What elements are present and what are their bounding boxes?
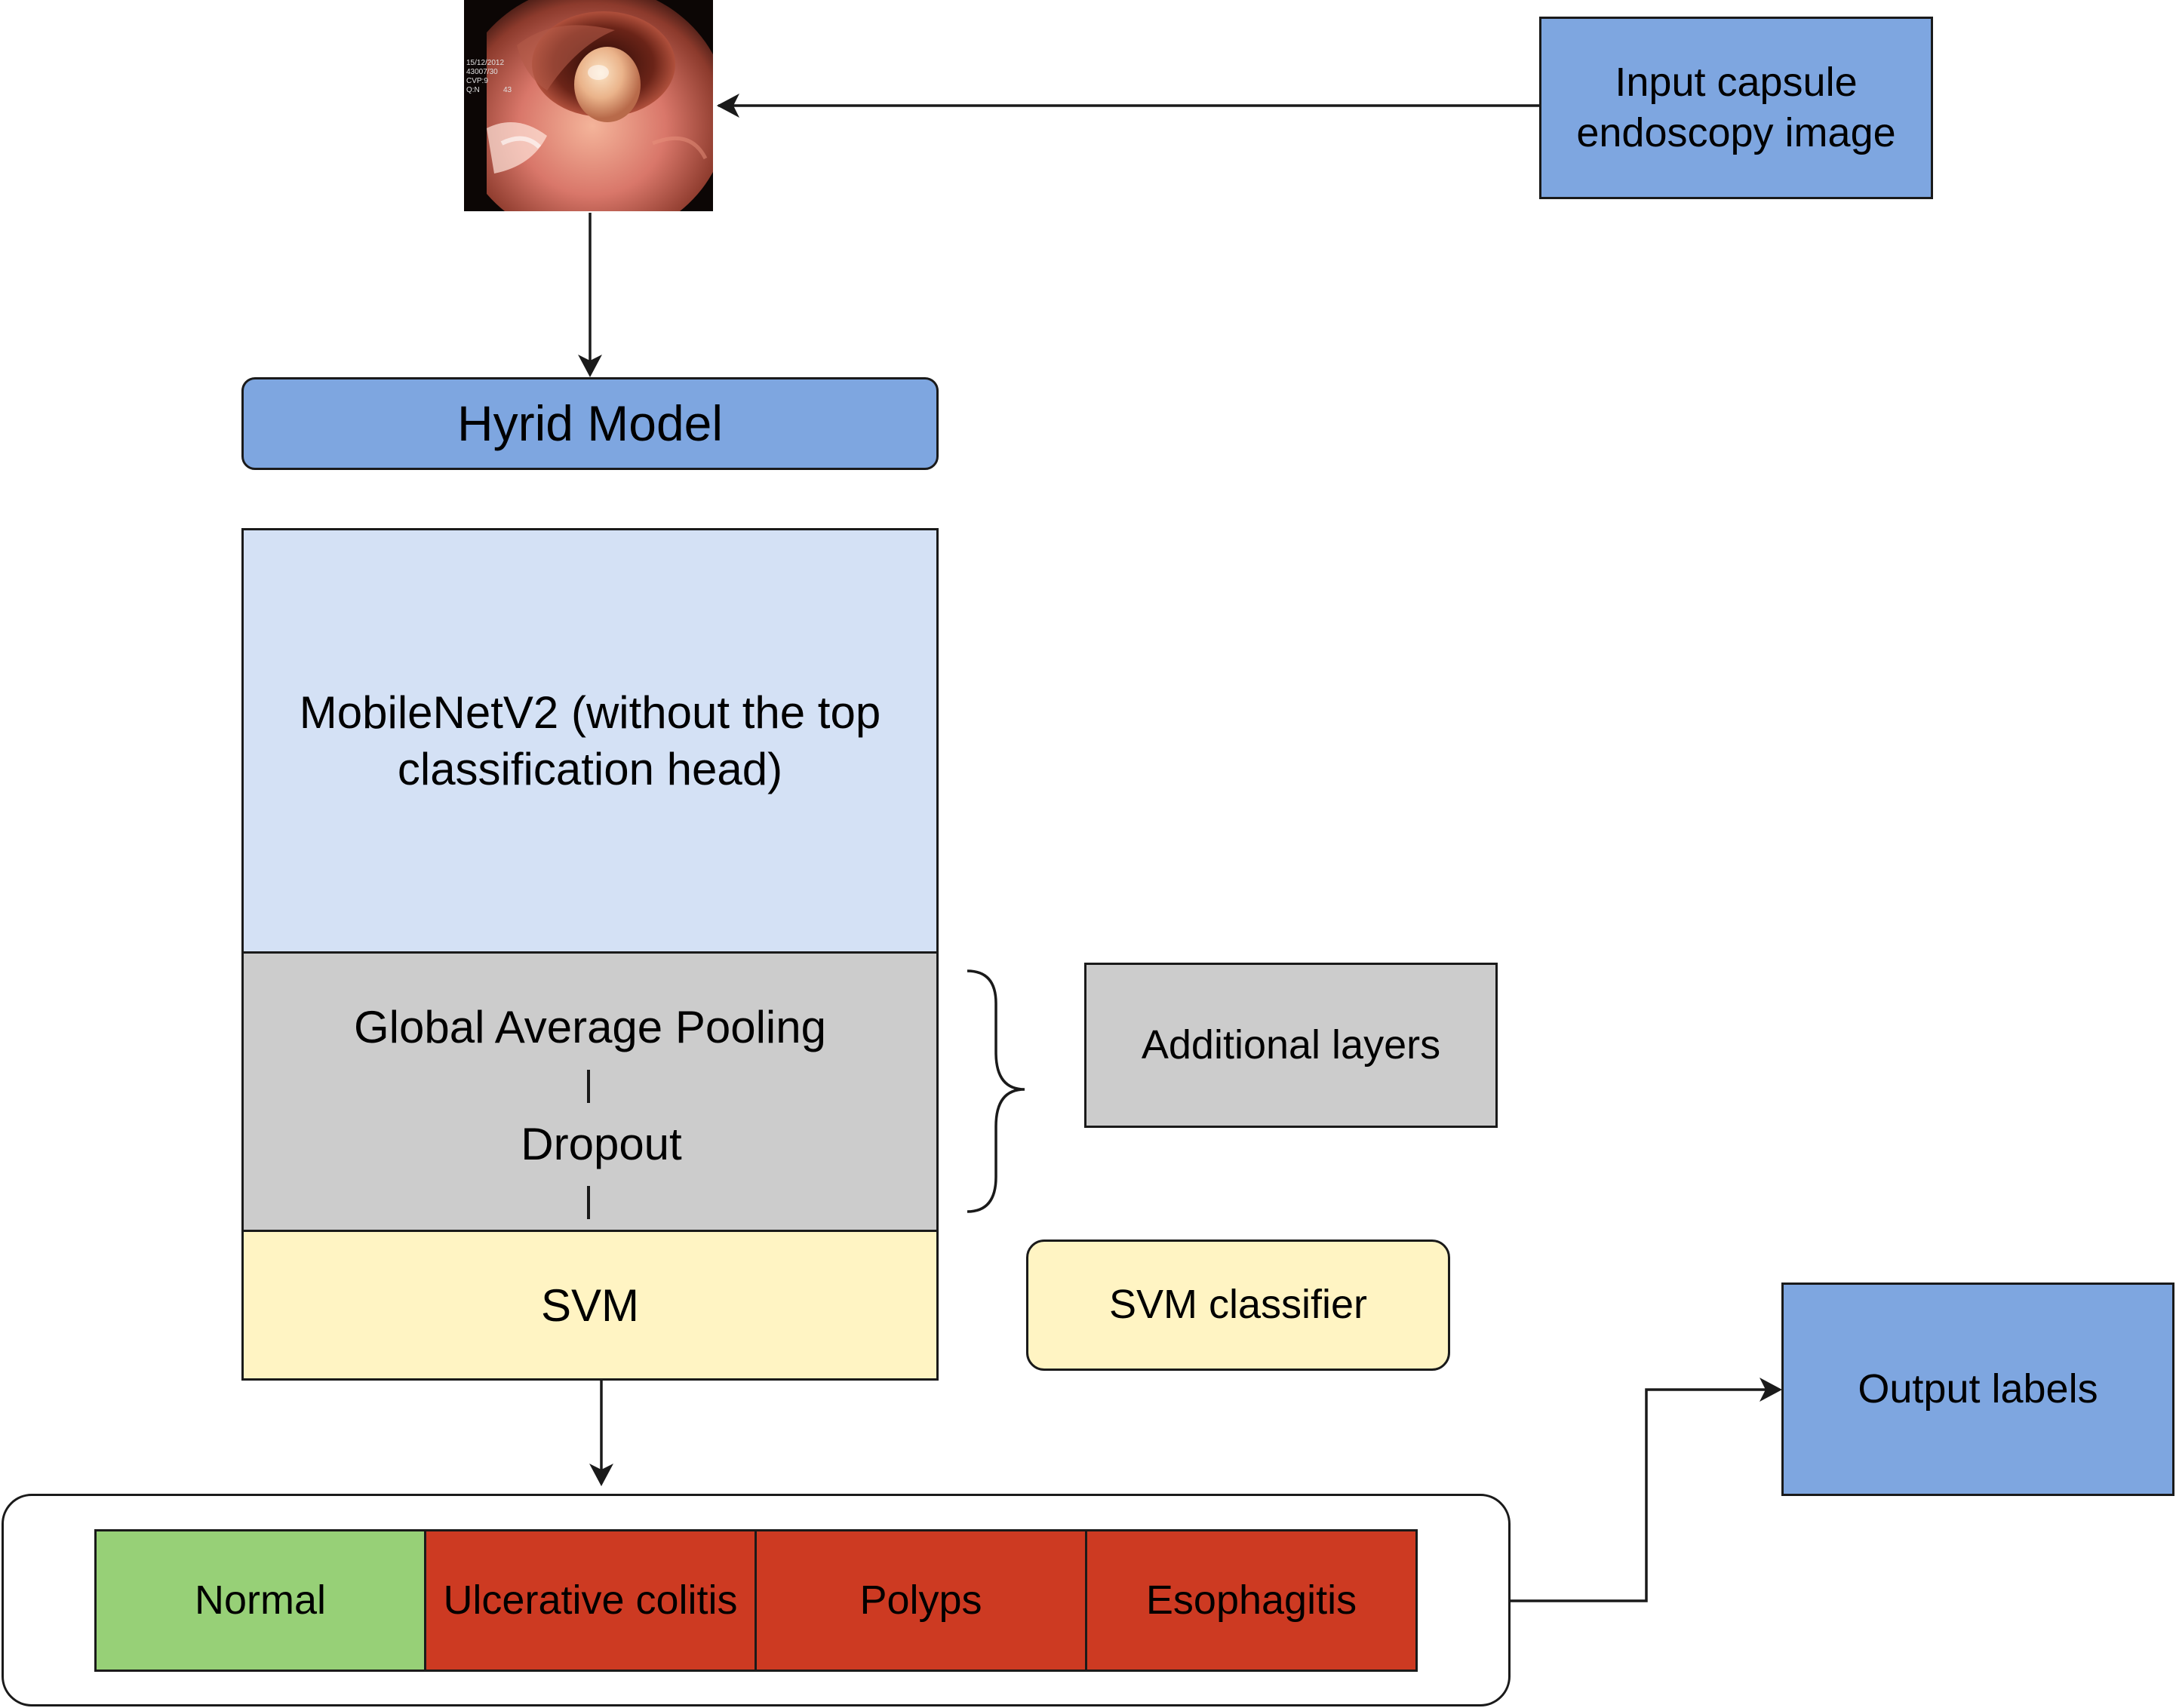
curly-brace bbox=[967, 969, 1025, 1213]
output-labels-box: Output labels bbox=[1781, 1283, 2174, 1496]
input-image-box: Input capsule endoscopy image bbox=[1539, 17, 1933, 199]
class-polyps: Polyps bbox=[755, 1529, 1087, 1672]
connector-pooling-dropout bbox=[587, 1070, 590, 1103]
additional-layers-legend-label: Additional layers bbox=[1141, 1021, 1441, 1068]
arrowhead-photo bbox=[717, 94, 739, 118]
class-normal-label: Normal bbox=[194, 1577, 327, 1623]
output-labels-label: Output labels bbox=[1858, 1365, 2098, 1412]
photo-overlay-line-2: 43007/30 bbox=[466, 68, 498, 76]
class-ulcerative-colitis: Ulcerative colitis bbox=[424, 1529, 757, 1672]
svm-classifier-legend: SVM classifier bbox=[1026, 1240, 1450, 1371]
photo-overlay-line-4: Q:N bbox=[466, 86, 480, 94]
class-esophagitis: Esophagitis bbox=[1085, 1529, 1418, 1672]
arrowhead-classes bbox=[589, 1464, 613, 1486]
class-polyps-label: Polyps bbox=[859, 1577, 982, 1623]
arrow-classes-to-output bbox=[1511, 1388, 1773, 1602]
svm-block: SVM bbox=[241, 1230, 939, 1381]
additional-layers-block bbox=[241, 951, 939, 1232]
endoscopy-image: 15/12/2012 43007/30 CVP:9 Q:N 43 bbox=[464, 0, 713, 211]
class-ulcerative-colitis-label: Ulcerative colitis bbox=[443, 1577, 738, 1623]
photo-overlay-number: 43 bbox=[503, 86, 512, 94]
svm-classifier-legend-label: SVM classifier bbox=[1108, 1282, 1368, 1328]
dropout-label: Dropout bbox=[521, 1119, 682, 1169]
photo-overlay-line-1: 15/12/2012 bbox=[466, 59, 504, 67]
arrowhead-model bbox=[578, 355, 602, 377]
pooling-label: Global Average Pooling bbox=[353, 1002, 826, 1052]
mobilenet-block: MobileNetV2 (without the top classificat… bbox=[241, 528, 939, 954]
additional-layers-legend: Additional layers bbox=[1084, 963, 1498, 1128]
input-image-label: Input capsule endoscopy image bbox=[1576, 59, 1896, 156]
class-esophagitis-label: Esophagitis bbox=[1145, 1577, 1357, 1623]
hybrid-model-box: Hyrid Model bbox=[241, 377, 939, 470]
svm-label: SVM bbox=[540, 1279, 640, 1331]
hybrid-model-label: Hyrid Model bbox=[456, 395, 724, 452]
photo-overlay-line-3: CVP:9 bbox=[466, 77, 488, 85]
class-normal: Normal bbox=[94, 1529, 426, 1672]
arrowhead-output bbox=[1760, 1378, 1782, 1402]
connector-dropout-svm bbox=[587, 1186, 590, 1219]
mobilenet-label: MobileNetV2 (without the top classificat… bbox=[299, 687, 881, 794]
